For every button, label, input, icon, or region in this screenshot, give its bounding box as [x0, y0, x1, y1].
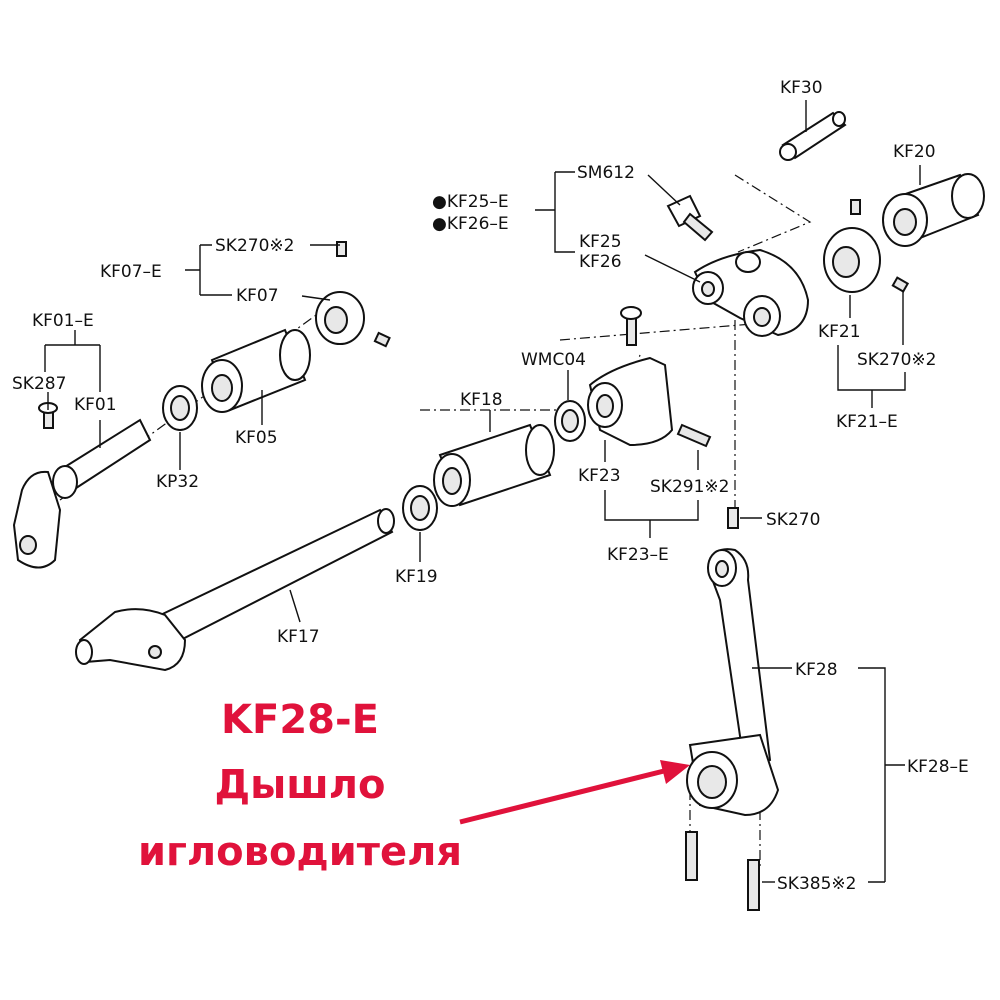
label-kf07: KF07 — [236, 286, 279, 306]
kf07-collar — [315, 241, 391, 348]
kp32-washer — [162, 385, 198, 431]
label-kf20: KF20 — [893, 142, 936, 162]
highlight-arrow — [459, 760, 690, 825]
label-kf25e: ●KF25–E — [432, 192, 509, 212]
label-kf18: KF18 — [460, 390, 503, 410]
highlight-caption: KF28-E Дышло игловодителя — [138, 697, 462, 875]
sk385-screws — [685, 831, 760, 911]
label-sk385x2: SK385※2 — [777, 874, 856, 894]
label-kf30: KF30 — [780, 78, 823, 98]
label-sk270x2-a: SK270※2 — [215, 236, 294, 256]
label-kf21: KF21 — [818, 322, 861, 342]
label-kf23: KF23 — [578, 466, 621, 486]
label-kf19: KF19 — [395, 567, 438, 587]
leader-lines — [44, 100, 921, 883]
kf21-collar — [823, 199, 910, 293]
part-labels: KF30 KF20 SM612 ●KF25–E ●KF26–E KF25 KF2… — [12, 78, 969, 894]
label-kf28: KF28 — [795, 660, 838, 680]
highlight-part-code: KF28-E — [221, 697, 379, 743]
kf18-bushing — [433, 423, 555, 507]
highlight-part-name-line2: игловодителя — [138, 829, 462, 875]
sm612-screw — [666, 194, 714, 242]
kf23-block — [587, 306, 712, 448]
label-kf23e: KF23–E — [607, 545, 669, 565]
label-sk291x2: SK291※2 — [650, 477, 729, 497]
label-sk270x2-b: SK270※2 — [857, 350, 936, 370]
label-kf01: KF01 — [74, 395, 117, 415]
label-kf05: KF05 — [235, 428, 278, 448]
kf17-shaft — [75, 508, 395, 672]
kf05-bushing — [201, 328, 311, 413]
wmc04-washer — [554, 400, 586, 442]
kf28-rod — [686, 548, 780, 817]
label-kp32: KP32 — [156, 472, 199, 492]
label-sk270: SK270 — [766, 510, 820, 530]
label-kf26e: ●KF26–E — [432, 214, 509, 234]
kf25-crank — [692, 248, 810, 337]
label-kf07e: KF07–E — [100, 262, 162, 282]
label-kf28e: KF28–E — [907, 757, 969, 777]
label-wmc04: WMC04 — [521, 350, 586, 370]
label-sk287: SK287 — [12, 374, 66, 394]
kf01-shaft — [12, 402, 152, 569]
highlight-part-name-line1: Дышло — [214, 762, 385, 808]
kf19-washer — [402, 485, 438, 531]
label-kf01e: KF01–E — [32, 311, 94, 331]
label-kf21e: KF21–E — [836, 412, 898, 432]
sk270-screw — [727, 507, 739, 529]
label-kf26: KF26 — [579, 252, 622, 272]
kf30-pin — [779, 111, 847, 161]
label-kf25: KF25 — [579, 232, 622, 252]
kf20-bushing — [882, 173, 985, 247]
label-sm612: SM612 — [577, 163, 635, 183]
label-kf17: KF17 — [277, 627, 320, 647]
